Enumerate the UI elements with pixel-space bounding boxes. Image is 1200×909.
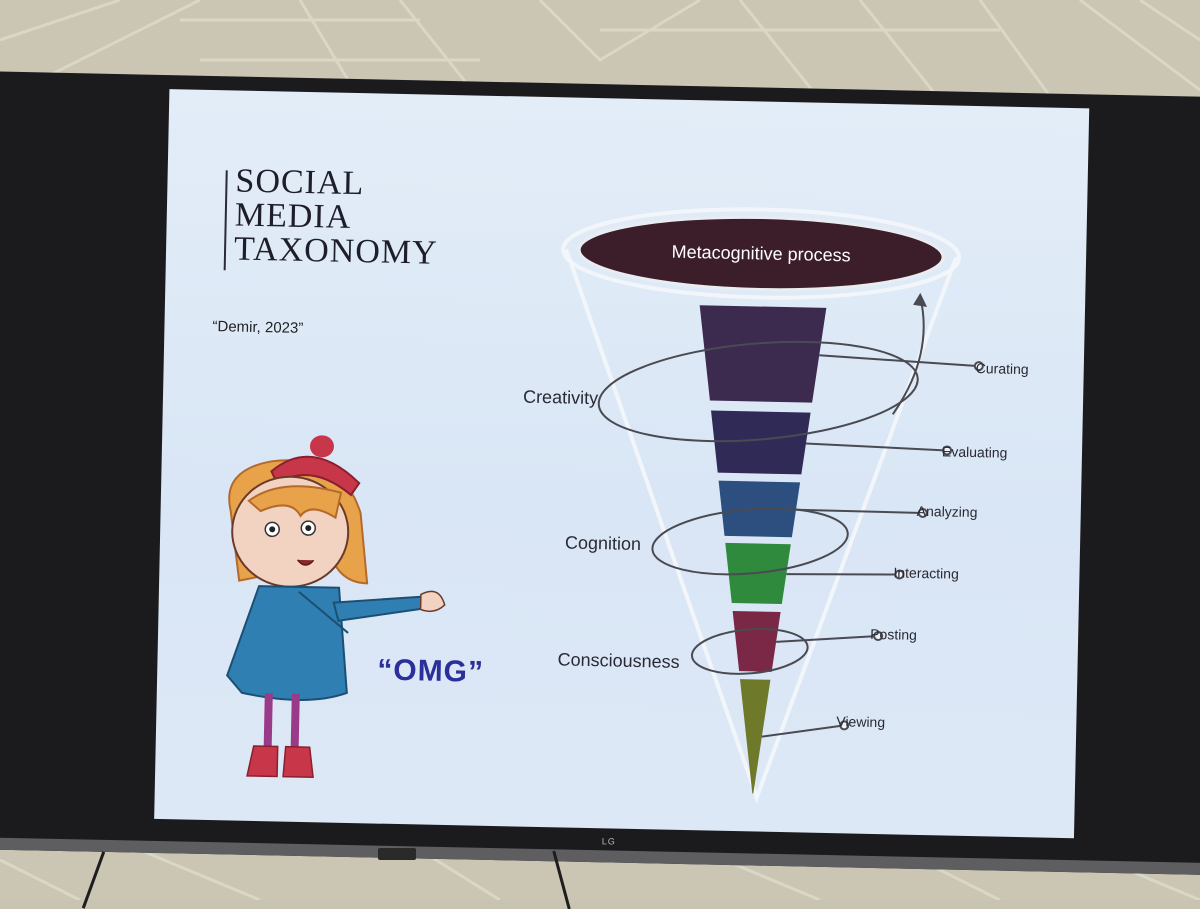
funnel-top-rim [561,207,962,300]
connector-dot-viewing [839,720,850,731]
title-rule [223,170,228,271]
omg-caption: “OMG” [376,653,485,689]
stage-label-evaluating: Evaluating [941,443,1008,461]
connector-dot-evaluating [942,445,953,456]
level-label-cognition: Cognition [564,532,642,555]
slide-title: SOCIAL MEDIA TAXONOMY [233,163,440,272]
consciousness-orbit [690,627,809,675]
funnel-segment-curating [699,305,827,403]
metacognitive-process-label: Metacognitive process [671,242,850,266]
connector-dot-analyzing [917,507,928,518]
connector-line-interacting [786,573,900,576]
funnel-segment-viewing [739,679,771,794]
slide-title-line-3: TAXONOMY [233,230,439,272]
funnel-segment-evaluating [711,410,811,475]
stage-label-posting: Posting [870,625,918,643]
tv-stand-bracket [378,848,416,860]
tv-brand-logo: LG [601,836,616,847]
taxonomy-funnel-diagram: Metacognitive process [561,207,984,804]
spiral-arrow-head [913,292,928,308]
stage-label-interacting: Interacting [893,564,960,582]
connector-line-analyzing [795,508,923,514]
citation: “Demir, 2023” [212,318,304,337]
connector-dot-posting [873,631,884,642]
level-label-consciousness: Consciousness [557,649,680,672]
spiral-arrow [891,296,925,415]
stage-label-analyzing: Analyzing [916,502,978,521]
funnel-segment-posting [732,611,781,672]
connector-dot-curating [973,361,984,372]
level-label-creativity: Creativity [522,386,599,409]
connector-line-posting [776,635,879,643]
metacognitive-process-ellipse [577,215,945,292]
connector-dot-interacting [894,569,905,580]
stage-label-curating: Curating [975,360,1029,378]
tv-frame: SOCIAL MEDIA TAXONOMY “Demir, 2023” [0,71,1200,876]
stage-label-viewing: Viewing [836,713,886,731]
connector-line-curating [819,354,979,368]
creativity-orbit [597,340,919,443]
cartoon-girl-illustration [226,435,446,779]
connector-line-viewing [761,724,845,738]
funnel-cone-outline [564,248,958,804]
slide-screen: SOCIAL MEDIA TAXONOMY “Demir, 2023” [154,89,1090,839]
cognition-orbit [651,507,849,576]
connector-line-evaluating [805,442,948,452]
